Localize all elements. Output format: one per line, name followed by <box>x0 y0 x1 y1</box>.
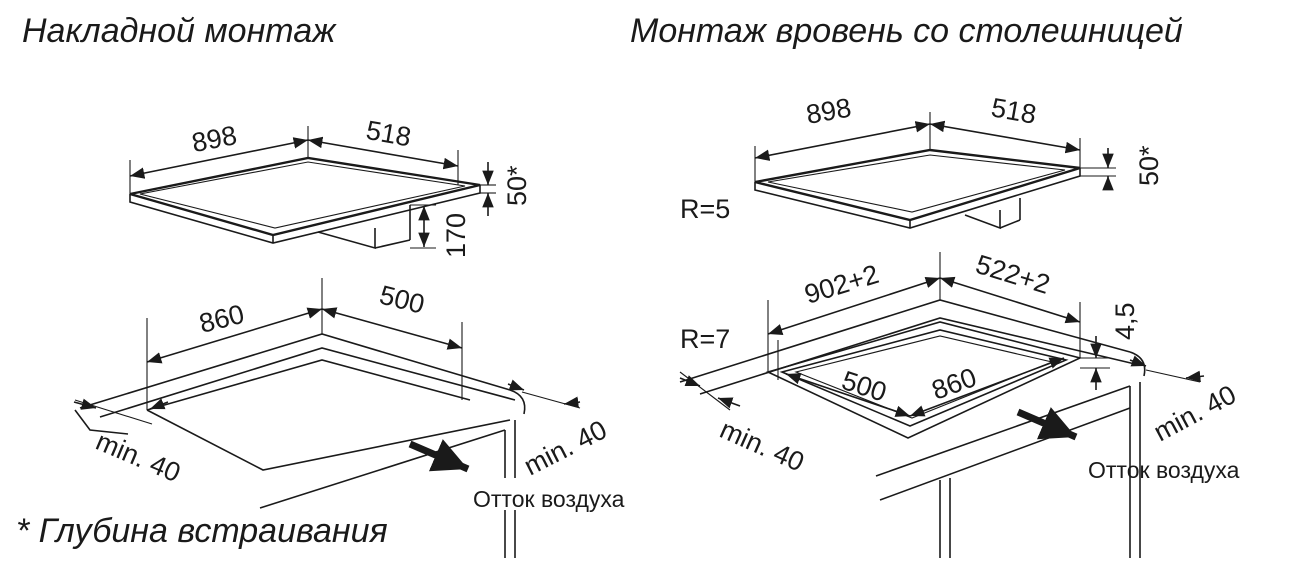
right-hob-width-label: 898 <box>804 93 854 130</box>
right-min-back-label: min. 40 <box>1149 379 1241 447</box>
right-recess-width-label: 902+2 <box>801 259 882 310</box>
left-airflow-arrow <box>408 439 470 473</box>
left-hob-thickness-label: 50* <box>502 165 532 206</box>
right-airflow-label: Отток воздуха <box>1088 457 1240 483</box>
right-recess-step-label: 4,5 <box>1110 302 1140 340</box>
left-min-front-label: min. 40 <box>92 426 185 488</box>
left-hob-drawing <box>129 156 481 250</box>
left-cutout-width-label: 860 <box>196 299 247 339</box>
left-hob-dimensions <box>129 126 496 249</box>
title-flush-mount: Монтаж вровень со столешницей <box>630 12 1183 50</box>
left-hob-width-label: 898 <box>189 120 239 158</box>
footnote-depth: * Глубина встраивания <box>16 512 388 550</box>
right-hob-radius-label: R=5 <box>680 194 730 224</box>
right-recess-dimensions <box>679 252 1205 417</box>
right-airflow-arrow <box>1016 407 1078 441</box>
left-cutout-dimensions <box>73 278 581 425</box>
right-min-front-label: min. 40 <box>716 414 809 477</box>
right-hob-dimensions <box>754 112 1116 191</box>
right-recess-radius-label: R=7 <box>680 324 730 354</box>
left-box-height-label: 170 <box>441 213 471 258</box>
title-surface-mount: Накладной монтаж <box>22 12 336 50</box>
right-cutout-depth-label: 500 <box>838 365 890 407</box>
left-airflow-label: Отток воздуха <box>473 486 625 512</box>
left-min-back-label: min. 40 <box>519 414 612 481</box>
left-cutout-depth-label: 500 <box>377 280 428 320</box>
left-hob-depth-label: 518 <box>364 115 414 152</box>
right-hob-thickness-label: 50* <box>1134 145 1164 186</box>
right-hob-depth-label: 518 <box>989 92 1039 129</box>
right-hob-drawing <box>754 148 1081 230</box>
